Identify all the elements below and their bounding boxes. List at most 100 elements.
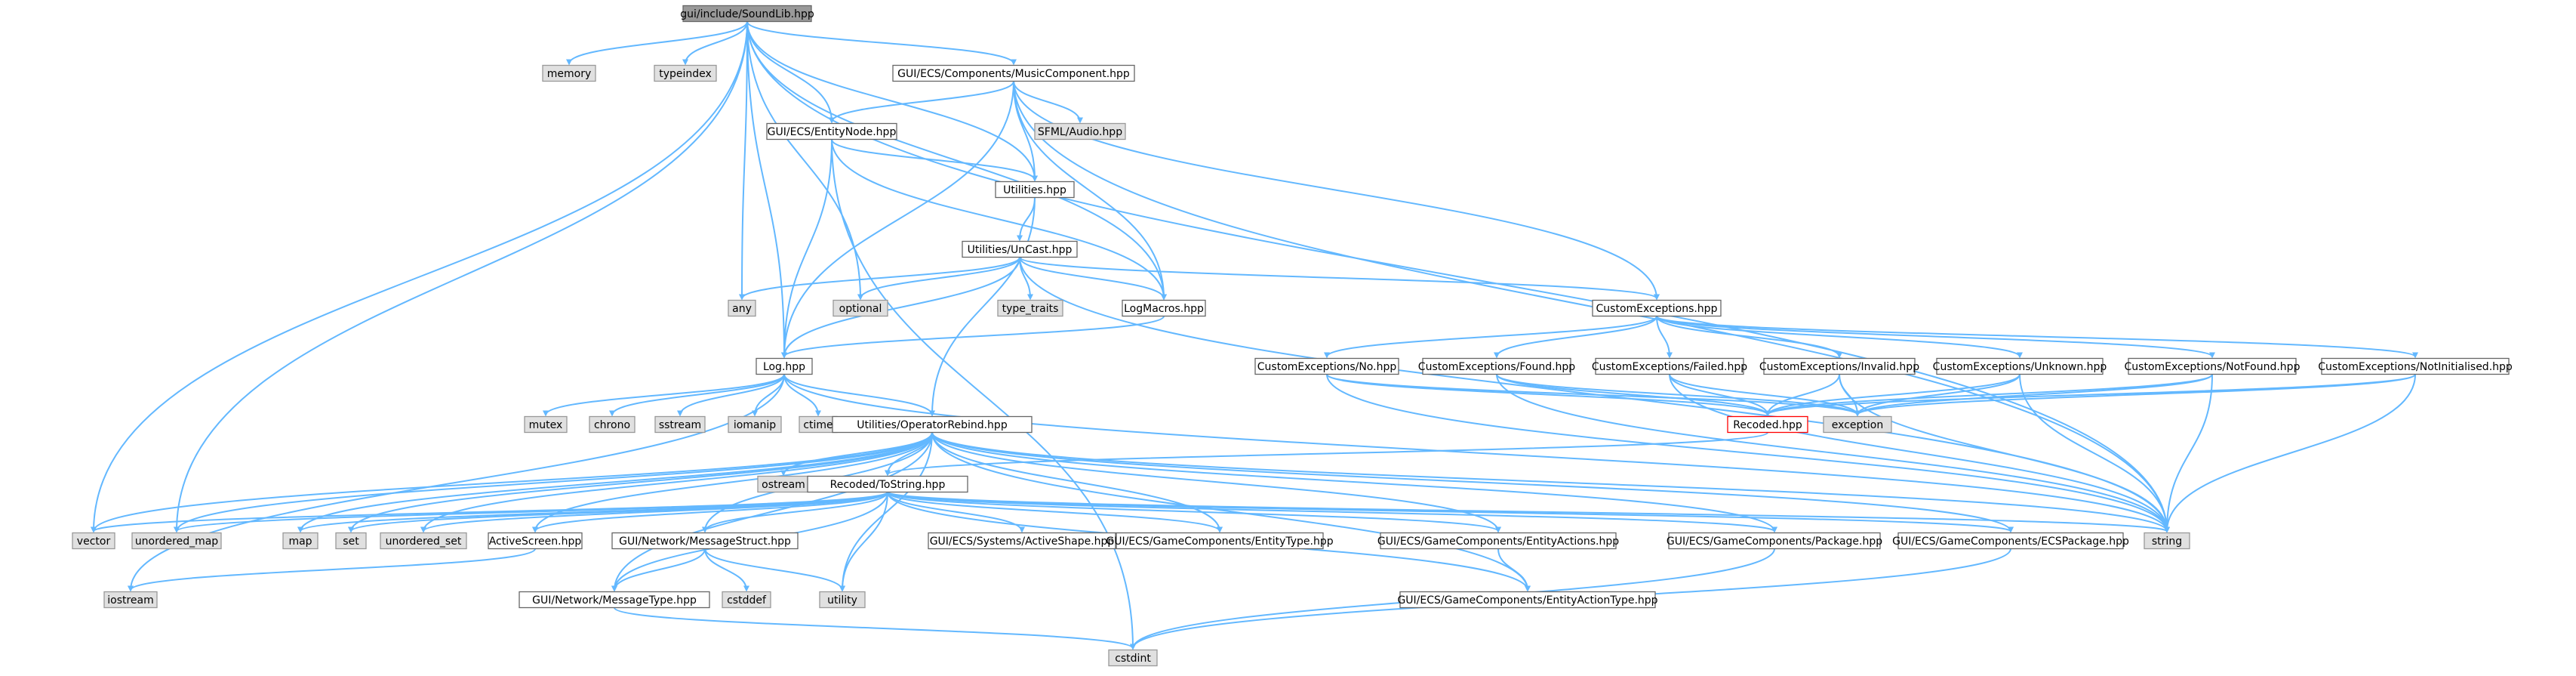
node-unordered_map-label: unordered_map [135, 536, 218, 548]
node-cstdint-box [1108, 649, 1158, 667]
node-ce_found-label: CustomExceptions/Found.hpp [1418, 361, 1576, 373]
edge-ce_notfound-to-string [2166, 374, 2213, 532]
node-activescreen[interactable]: ActiveScreen.hpp [488, 532, 583, 550]
node-sfml: SFML/Audio.hpp [1034, 122, 1126, 140]
node-root[interactable]: gui/include/SoundLib.hpp [680, 5, 814, 23]
edge-ce_no-to-string [1326, 374, 2168, 532]
edge-root-to-memory [568, 21, 748, 64]
edge-customexc-to-ce_invalid [1656, 316, 1840, 357]
node-package-box [1668, 532, 1881, 550]
node-recoded-label: Recoded.hpp [1733, 419, 1802, 431]
node-logmacros-box [1122, 299, 1206, 317]
node-mutex: mutex [524, 415, 568, 434]
node-msgtype[interactable]: GUI/Network/MessageType.hpp [519, 591, 710, 609]
edge-entitynode-to-log [783, 139, 833, 357]
node-tostring[interactable]: Recoded/ToString.hpp [807, 475, 968, 493]
node-ce_no[interactable]: CustomExceptions/No.hpp [1254, 357, 1399, 375]
edge-entitynode-to-utilities-arrowhead [1032, 175, 1038, 182]
node-activeshape[interactable]: GUI/ECS/Systems/ActiveShape.hpp [928, 532, 1116, 550]
node-entitynode-box [766, 122, 897, 140]
node-typeindex: typeindex [654, 64, 717, 82]
node-logmacros-label: LogMacros.hpp [1124, 303, 1204, 315]
edge-customexc-to-ce_found-arrowhead [1494, 352, 1500, 359]
edge-ce_found-to-exception [1496, 373, 1858, 416]
node-ecspackage[interactable]: GUI/ECS/GameComponents/ECSPackage.hpp [1892, 532, 2129, 550]
node-cstddef-box [722, 591, 771, 609]
node-optional-box [833, 299, 888, 317]
node-typetraits-box [997, 299, 1063, 317]
edge-utilities-to-uncast [1019, 197, 1036, 240]
node-msgstruct[interactable]: GUI/Network/MessageStruct.hpp [611, 532, 799, 550]
node-entityactiontype-box [1399, 591, 1656, 609]
edge-ce_notinit-to-exception [1857, 373, 2416, 416]
node-logmacros[interactable]: LogMacros.hpp [1122, 299, 1206, 317]
node-package[interactable]: GUI/ECS/GameComponents/Package.hpp [1667, 532, 1882, 550]
node-oprebind[interactable]: Utilities/OperatorRebind.hpp [832, 415, 1033, 434]
node-map-label: map [288, 536, 312, 548]
node-music[interactable]: GUI/ECS/Components/MusicComponent.hpp [892, 64, 1135, 82]
edge-oprebind-to-entityactiontype [931, 432, 1528, 591]
edge-customexc-to-ce_notfound-arrowhead [2209, 352, 2215, 359]
node-entityactiontype[interactable]: GUI/ECS/GameComponents/EntityActionType.… [1397, 591, 1658, 609]
node-ce_notinit[interactable]: CustomExceptions/NotInitialised.hpp [2318, 357, 2513, 375]
node-ce_invalid[interactable]: CustomExceptions/Invalid.hpp [1759, 357, 1919, 375]
node-recoded-box [1727, 415, 1808, 434]
node-chrono: chrono [589, 415, 636, 434]
node-log-label: Log.hpp [763, 361, 805, 373]
node-entitynode[interactable]: GUI/ECS/EntityNode.hpp [766, 122, 897, 140]
edge-customexc-to-ce_found [1496, 316, 1657, 357]
edge-oprebind-to-map [300, 432, 933, 532]
edge-ce_unknown-to-string [2019, 374, 2168, 532]
edge-uncast-to-typetraits-arrowhead [1027, 294, 1033, 301]
node-entityactions[interactable]: GUI/ECS/GameComponents/EntityActions.hpp [1377, 532, 1619, 550]
node-ce_unknown[interactable]: CustomExceptions/Unknown.hpp [1933, 357, 2107, 375]
node-cstddef: cstddef [722, 591, 771, 609]
node-entitytype[interactable]: GUI/ECS/GameComponents/EntityType.hpp [1106, 532, 1334, 550]
edge-ce_notinit-to-recoded-arrowhead [1765, 410, 1771, 417]
node-iomanip-label: iomanip [734, 419, 776, 431]
edge-uncast-to-optional-arrowhead [857, 294, 863, 301]
edge-root-to-unordered_map [176, 21, 748, 532]
edge-ce_found-to-string [1496, 374, 2168, 532]
node-cstddef-label: cstddef [727, 594, 767, 607]
edge-ce_failed-to-recoded [1669, 374, 1768, 415]
node-mutex-box [524, 415, 568, 434]
node-msgstruct-box [611, 532, 799, 550]
node-ce_failed[interactable]: CustomExceptions/Failed.hpp [1592, 357, 1747, 375]
node-customexc[interactable]: CustomExceptions.hpp [1592, 299, 1722, 317]
node-cstdint-label: cstdint [1115, 653, 1151, 665]
edge-customexc-to-ce_no-arrowhead [1324, 352, 1330, 359]
edge-oprebind-to-package [931, 432, 1775, 532]
node-ce_notfound[interactable]: CustomExceptions/NotFound.hpp [2125, 357, 2301, 375]
edge-logmacros-to-log-arrowhead [781, 352, 787, 359]
node-activescreen-box [488, 532, 583, 550]
edge-root-to-typeindex-arrowhead [682, 59, 688, 66]
edge-root-to-string [746, 21, 2168, 532]
edge-customexc-to-ce_failed-arrowhead [1667, 352, 1673, 359]
edge-ce_failed-to-exception [1669, 374, 1858, 415]
edge-customexc-to-ce_notfound [1656, 315, 2213, 358]
node-map-box [282, 532, 319, 550]
node-uncast[interactable]: Utilities/UnCast.hpp [962, 240, 1078, 258]
node-ctime: ctime [799, 415, 838, 434]
node-ce_found[interactable]: CustomExceptions/Found.hpp [1418, 357, 1576, 375]
edge-root-to-any [741, 21, 748, 299]
node-utilities[interactable]: Utilities.hpp [995, 181, 1075, 199]
node-entityactions-box [1380, 532, 1617, 550]
edge-tostring-to-unordered_set-arrowhead [420, 526, 426, 533]
node-log[interactable]: Log.hpp [756, 357, 813, 375]
edge-uncast-to-logmacros [1019, 257, 1165, 299]
node-ce_invalid-box [1763, 357, 1916, 375]
node-utility: utility [819, 591, 866, 609]
edge-uncast-to-log [783, 257, 1020, 357]
node-ce_notinit-label: CustomExceptions/NotInitialised.hpp [2318, 361, 2513, 373]
node-recoded[interactable]: Recoded.hpp [1727, 415, 1808, 434]
node-tostring-box [807, 475, 968, 493]
node-any-label: any [732, 303, 752, 315]
node-vector: vector [72, 532, 115, 550]
node-entitynode-label: GUI/ECS/EntityNode.hpp [768, 126, 897, 138]
node-vector-label: vector [77, 536, 111, 548]
edge-tostring-to-unordered_map-arrowhead [174, 526, 180, 533]
node-utilities-box [995, 181, 1075, 199]
